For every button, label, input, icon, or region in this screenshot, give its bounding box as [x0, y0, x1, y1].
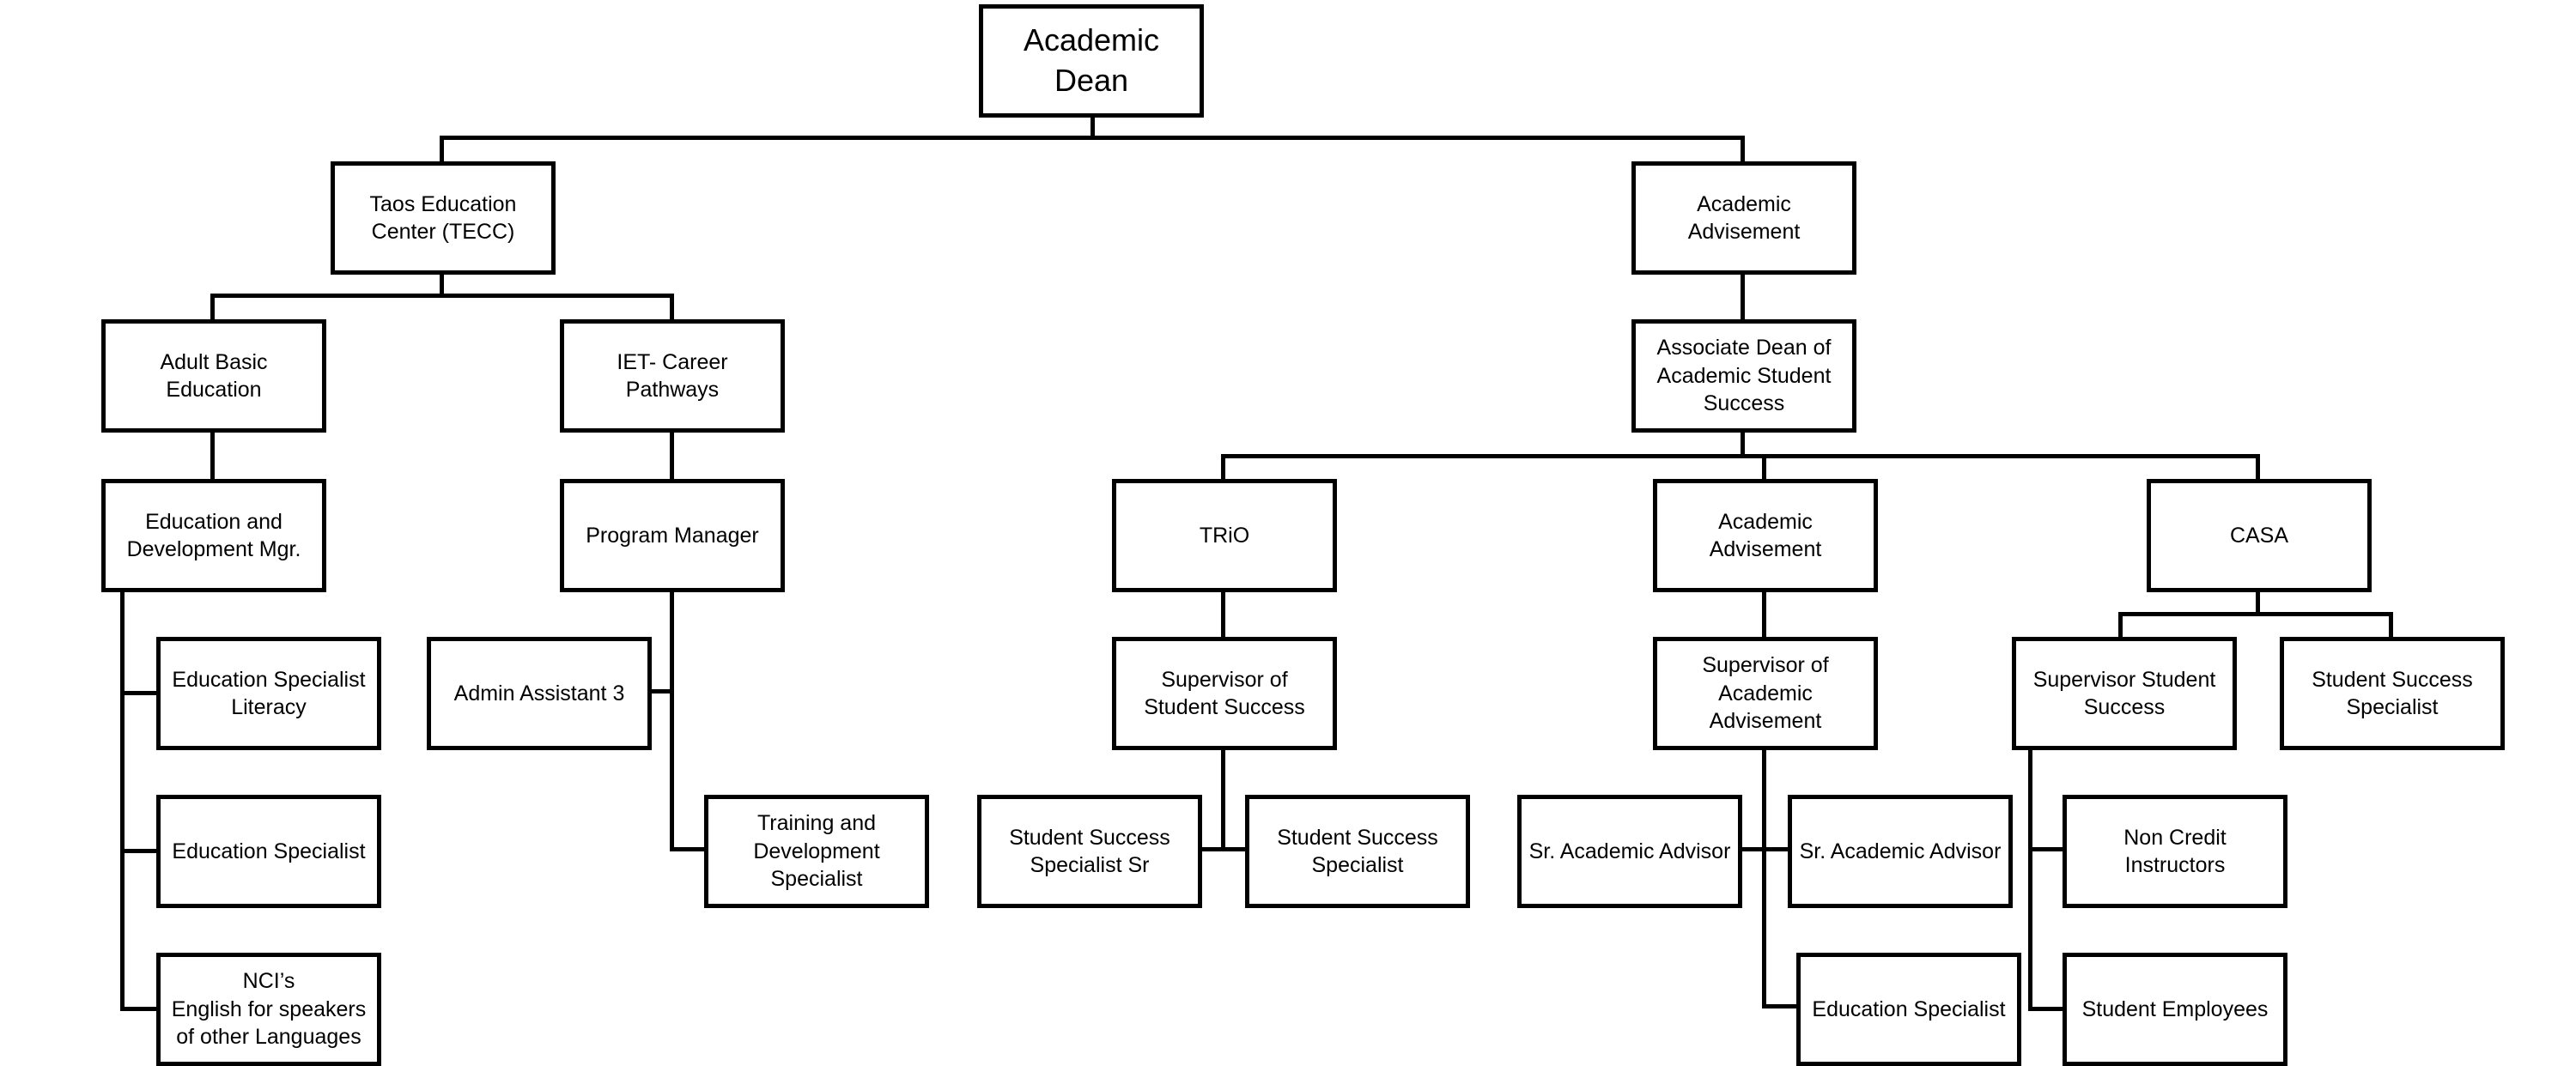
connector-line — [440, 136, 1745, 140]
node-casa: CASA — [2147, 479, 2372, 592]
connector-line — [2389, 612, 2393, 638]
connector-line — [1221, 749, 1225, 851]
node-admin-assistant-3: Admin Assistant 3 — [427, 637, 652, 750]
connector-line — [1091, 113, 1095, 137]
node-training-development-specialist: Training and Development Specialist — [704, 795, 929, 908]
node-casa-supervisor-student-success: Supervisor Student Success — [2012, 637, 2237, 750]
connector-line — [1741, 432, 1745, 456]
node-casa-student-success-specialist: Student Success Specialist — [2280, 637, 2505, 750]
node-ncis-esl: NCI’s English for speakers of other Lang… — [156, 953, 381, 1066]
connector-line — [2118, 612, 2393, 616]
node-supervisor-academic-advisement: Supervisor of Academic Advisement — [1653, 637, 1878, 750]
connector-line — [2118, 612, 2123, 638]
node-student-success-specialist-sr: Student Success Specialist Sr — [977, 795, 1202, 908]
connector-line — [2256, 591, 2260, 614]
connector-line — [1741, 136, 1745, 161]
connector-line — [210, 294, 674, 298]
connector-line — [1762, 1004, 1798, 1008]
connector-line — [670, 847, 706, 851]
connector-line — [210, 432, 215, 479]
node-advisement-education-specialist: Education Specialist — [1796, 953, 2021, 1066]
node-adult-basic-education: Adult Basic Education — [101, 319, 326, 433]
node-iet-career-pathways: IET- Career Pathways — [560, 319, 785, 433]
connector-line — [670, 294, 674, 319]
node-sr-academic-advisor-1: Sr. Academic Advisor — [1517, 795, 1742, 908]
connector-line — [2028, 1007, 2064, 1011]
connector-line — [440, 273, 444, 295]
connector-line — [670, 591, 674, 851]
connector-line — [210, 294, 215, 319]
connector-line — [2028, 847, 2064, 851]
node-academic-advisement-mid: Academic Advisement — [1653, 479, 1878, 592]
node-non-credit-instructors: Non Credit Instructors — [2063, 795, 2287, 908]
connector-line — [120, 591, 125, 1011]
connector-line — [1762, 749, 1766, 1008]
connector-line — [1221, 454, 2260, 458]
node-education-specialist-literacy: Education Specialist Literacy — [156, 637, 381, 750]
connector-line — [1762, 454, 1766, 479]
node-education-development-mgr: Education and Development Mgr. — [101, 479, 326, 592]
connector-line — [2028, 749, 2032, 1011]
connector-line — [1196, 847, 1249, 851]
node-trio: TRiO — [1112, 479, 1337, 592]
connector-line — [120, 849, 156, 853]
connector-line — [670, 432, 674, 479]
node-academic-dean: Academic Dean — [979, 4, 1204, 118]
connector-line — [1221, 454, 1225, 479]
connector-line — [2256, 454, 2260, 479]
connector-line — [1221, 591, 1225, 638]
node-trio-student-success-specialist: Student Success Specialist — [1245, 795, 1470, 908]
connector-line — [120, 691, 156, 695]
node-academic-advisement-top: Academic Advisement — [1631, 161, 1856, 275]
connector-line — [1736, 847, 1789, 851]
node-taos-education-center: Taos Education Center (TECC) — [331, 161, 556, 275]
node-supervisor-student-success: Supervisor of Student Success — [1112, 637, 1337, 750]
connector-line — [1762, 591, 1766, 638]
connector-line — [120, 1007, 156, 1011]
connector-line — [440, 136, 444, 161]
node-sr-academic-advisor-2: Sr. Academic Advisor — [1788, 795, 2013, 908]
node-associate-dean: Associate Dean of Academic Student Succe… — [1631, 319, 1856, 433]
connector-line — [1741, 273, 1745, 320]
node-education-specialist: Education Specialist — [156, 795, 381, 908]
node-program-manager: Program Manager — [560, 479, 785, 592]
node-student-employees: Student Employees — [2063, 953, 2287, 1066]
connector-line — [648, 689, 674, 694]
